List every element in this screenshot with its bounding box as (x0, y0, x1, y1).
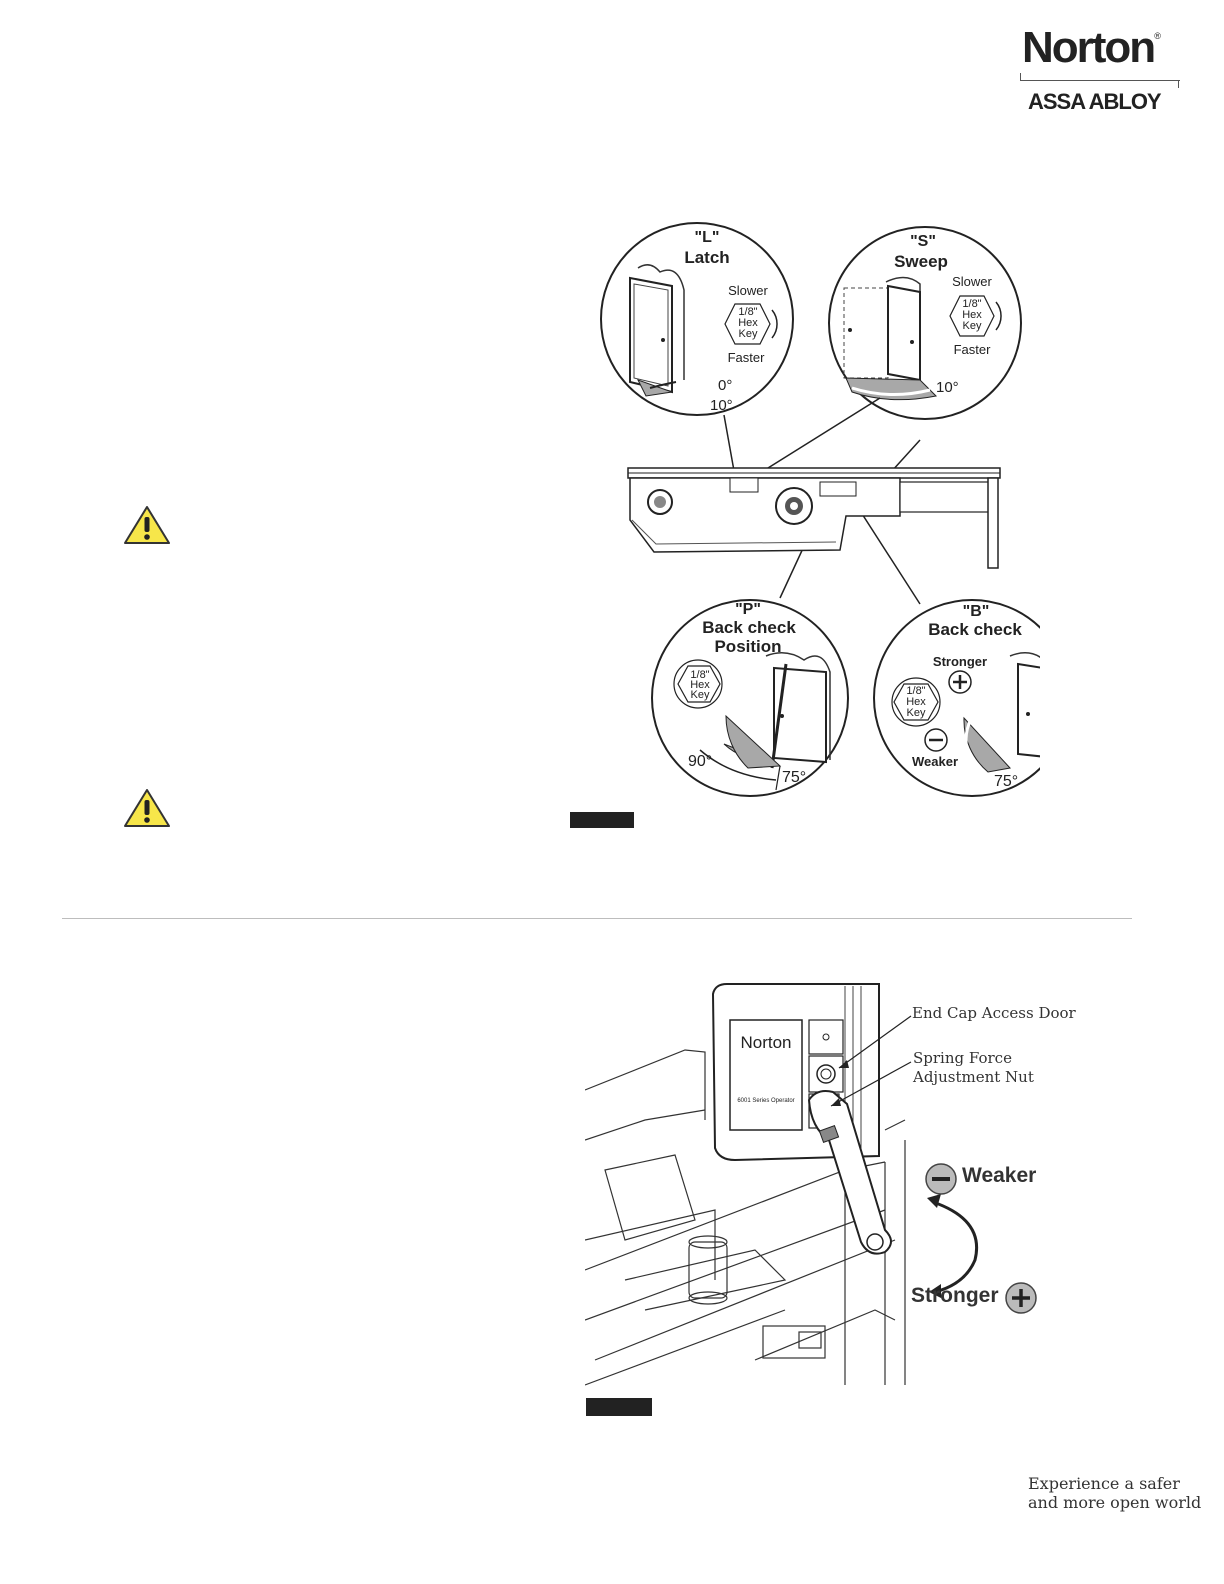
operator-header (627, 467, 1001, 569)
backcheck-position-label-1: Back check (702, 618, 796, 637)
latch-faster-label: Faster (728, 350, 766, 365)
backcheck-stronger-label: Stronger (933, 654, 987, 669)
logo-rule (1020, 80, 1180, 81)
tagline-line-1: Experience a safer (1028, 1474, 1180, 1493)
hex-key-label: Key (907, 707, 926, 719)
figure-label-tab (586, 1398, 652, 1416)
hex-key-label: Key (739, 328, 758, 340)
warning-icon (124, 789, 170, 827)
sweep-faster-label: Faster (954, 342, 992, 357)
sweep-label: Sweep (894, 252, 948, 271)
latch-detail: "L" Latch 0° 10° Slower Faster 1/8" Hex … (600, 222, 794, 416)
weaker-label: Weaker (962, 1164, 1037, 1187)
registered-mark: ® (1154, 31, 1160, 41)
backcheck-detail: "B" Back check Stronger Weaker 75° 1/8" … (873, 599, 1040, 797)
backcheck-label: Back check (928, 620, 1022, 639)
hex-key-size: 1/8" (962, 298, 981, 310)
footer-tagline: Experience a safer and more open world (1028, 1474, 1201, 1512)
hex-key-label: Key (963, 320, 982, 332)
figure-label-tab (570, 812, 634, 828)
backcheck-position-code: "P" (735, 601, 761, 618)
callout-spring-force-line1: Spring Force (913, 1049, 1012, 1067)
latch-label: Latch (684, 248, 729, 267)
warning-icon (124, 506, 170, 544)
section-divider (62, 918, 1132, 919)
latch-angle-0: 0° (718, 377, 732, 394)
device-series-label: 6001 Series Operator (737, 1098, 794, 1104)
callout-spring-force: Spring Force Adjustment Nut (913, 1049, 1034, 1087)
sweep-detail: "S" Sweep 10° Slower Faster 1/8" Hex Key (828, 226, 1022, 420)
hex-key-label: Hex (906, 696, 926, 708)
spring-force-diagram: Norton 6001 Series Operator (585, 983, 1037, 1386)
callout-end-cap-access-door: End Cap Access Door (912, 1004, 1076, 1022)
logo-rule-right (1178, 80, 1179, 88)
hex-key-size: 1/8" (690, 669, 709, 681)
wrench-icon (807, 1090, 892, 1255)
latch-code: "L" (695, 229, 720, 246)
hex-key-label: Hex (738, 317, 758, 329)
end-cap-access-door (808, 1055, 844, 1093)
hex-key-label: Hex (962, 309, 982, 321)
norton-logo: Norton® (1022, 23, 1161, 72)
device-brand-label: Norton (740, 1033, 791, 1052)
hex-key-size: 1/8" (738, 306, 757, 318)
backcheck-code: "B" (963, 603, 990, 620)
backcheck-angle-90: 90° (688, 753, 712, 770)
sweep-slower-label: Slower (952, 274, 992, 289)
assa-abloy-wordmark: ASSA ABLOY (1028, 89, 1162, 114)
sweep-angle-10: 10° (936, 379, 959, 396)
backcheck-weaker-label: Weaker (912, 754, 958, 769)
callout-spring-force-line2: Adjustment Nut (913, 1068, 1034, 1086)
latch-angle-10: 10° (710, 397, 733, 414)
hex-key-size: 1/8" (906, 685, 925, 697)
backcheck-angle-75: 75° (782, 769, 806, 786)
speed-adjustment-diagram: "L" Latch 0° 10° Slower Faster 1/8" Hex … (600, 222, 1040, 797)
hex-key-label: Key (691, 689, 710, 701)
norton-wordmark: Norton (1022, 23, 1156, 72)
sweep-code: "S" (910, 233, 936, 250)
stronger-label: Stronger (911, 1284, 999, 1307)
latch-slower-label: Slower (728, 283, 768, 298)
hex-key-label: Hex (690, 679, 710, 691)
backcheck-position-label-2: Position (714, 637, 781, 656)
backcheck-b-angle-75: 75° (994, 773, 1018, 790)
backcheck-position-detail: "P" Back check Position 90° 75° 1/8" Hex… (651, 599, 849, 797)
tagline-line-2: and more open world (1028, 1493, 1202, 1512)
logo-rule-left (1020, 73, 1021, 81)
